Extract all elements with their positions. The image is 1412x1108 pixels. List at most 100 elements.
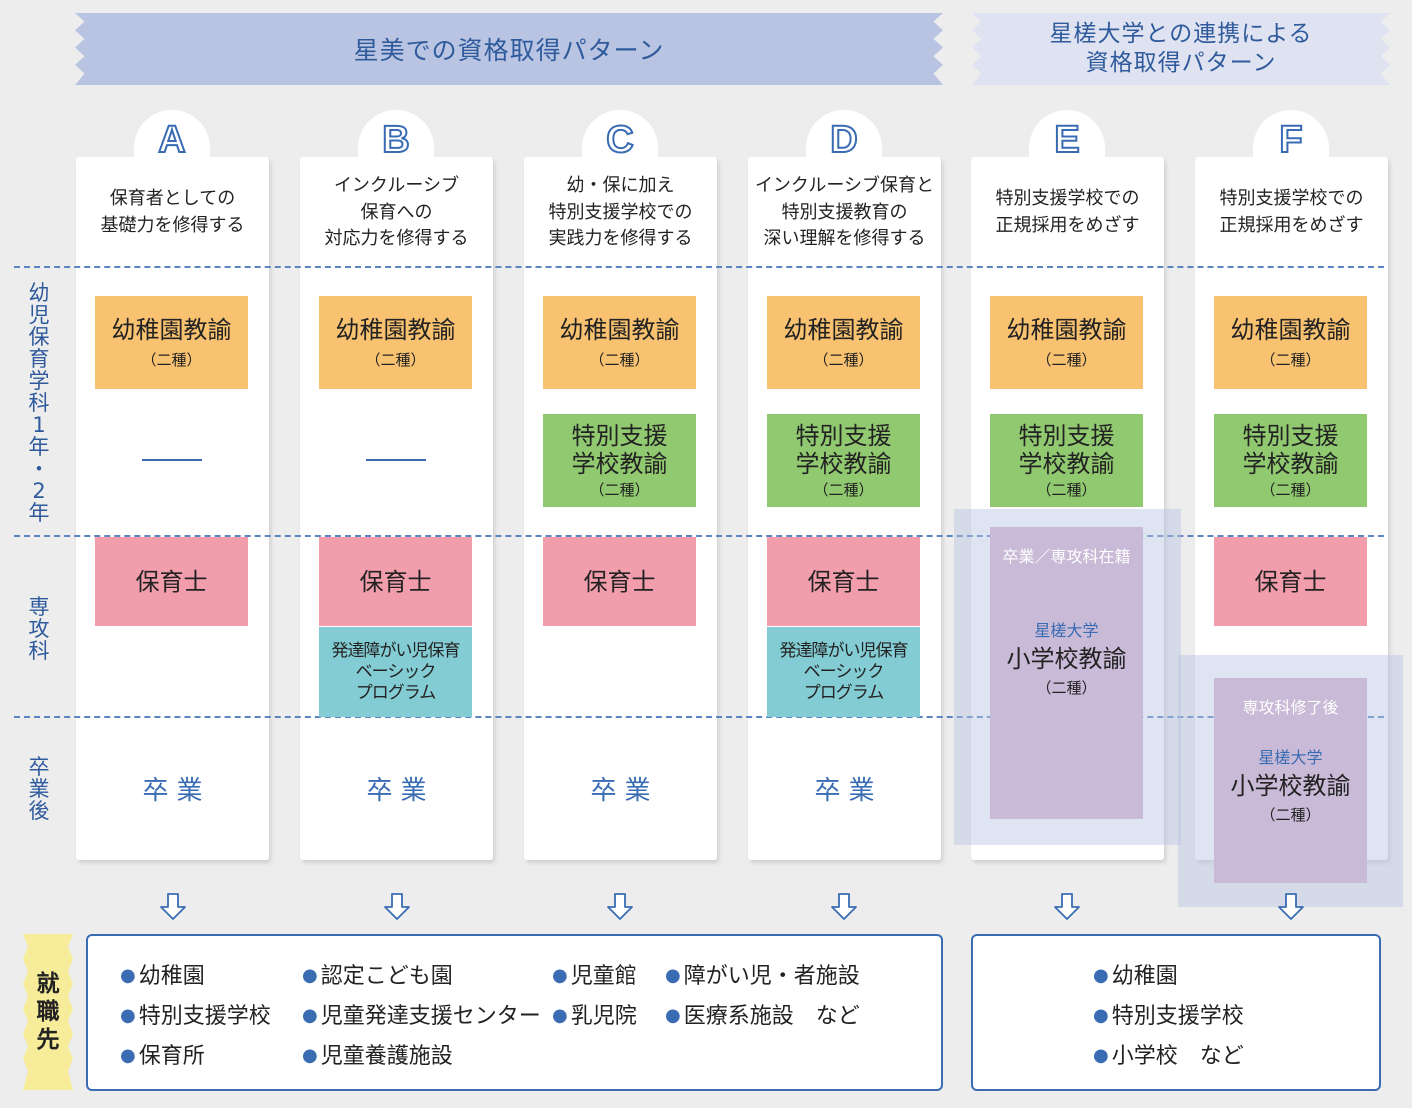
job-text: 児童館	[570, 964, 637, 989]
job-item: ●児童発達支援センター	[302, 998, 541, 1030]
bullet-icon: ●	[1093, 1045, 1109, 1066]
license-name: 幼稚園教諭	[559, 315, 680, 344]
job-item: ●幼稚園	[120, 958, 205, 990]
desc-b: インクルーシブ 保育への 対応力を修得する	[300, 173, 493, 253]
bullet-icon: ●	[302, 1005, 318, 1026]
license-class: （二種）	[1036, 480, 1097, 499]
university-name: 星槎大学	[1034, 621, 1099, 640]
desc-line: 対応力を修得する	[324, 228, 469, 249]
license-kindergarten: 幼稚園教諭 （二種）	[990, 296, 1143, 389]
desc-c: 幼・保に加え 特別支援学校での 実践力を修得する	[524, 173, 717, 253]
graduation-label: 卒業	[142, 776, 211, 806]
desc-line: 幼・保に加え	[566, 175, 675, 196]
job-text: 小学校 など	[1111, 1044, 1244, 1069]
program-developmental: 発達障がい児保育ベーシックプログラム	[319, 627, 472, 717]
pattern-letter: E	[1053, 118, 1080, 162]
row-divider	[14, 716, 1384, 718]
graduation-label: 卒業	[366, 776, 435, 806]
job-text: 児童発達支援センター	[320, 1004, 541, 1029]
license-class: （二種）	[365, 350, 426, 369]
down-arrow-icon	[384, 893, 410, 920]
job-item: ●特別支援学校	[120, 998, 271, 1030]
license-name: 特別支援	[1242, 421, 1339, 450]
desc-e: 特別支援学校での 正規採用をめざす	[971, 186, 1164, 239]
program-line: ベーシック	[803, 661, 885, 682]
desc-line: インクルーシブ保育と	[754, 175, 935, 196]
column-b	[300, 157, 493, 860]
bullet-icon: ●	[1093, 1005, 1109, 1026]
bullet-icon: ●	[120, 965, 136, 986]
bullet-icon: ●	[552, 1005, 568, 1026]
license-kindergarten: 幼稚園教諭（二種）	[767, 296, 920, 389]
job-box-partner	[971, 934, 1381, 1091]
university-name: 星槎大学	[1258, 748, 1323, 767]
down-arrow-icon	[1278, 893, 1304, 920]
row-label-char: 卒	[28, 755, 50, 779]
column-c	[524, 157, 717, 860]
row-label-char: 学	[28, 369, 50, 393]
job-item: ●児童養護施設	[302, 1038, 453, 1070]
pattern-f-caption: 専攻科修了後	[1242, 698, 1339, 717]
down-arrow-icon	[607, 893, 633, 920]
row-label-char: 科	[28, 391, 50, 415]
job-item: ●小学校 など	[1093, 1038, 1244, 1070]
license-class: （二種）	[141, 350, 202, 369]
license-name: 幼稚園教諭	[111, 315, 232, 344]
license-name: 幼稚園教諭	[335, 315, 456, 344]
job-label-char: 就	[36, 971, 60, 997]
license-name: 特別支援	[795, 421, 892, 450]
license-special-support: 特別支援学校教諭（二種）	[990, 414, 1143, 507]
banner-main: 星美での資格取得パターン	[75, 13, 943, 85]
license-class: （二種）	[1036, 350, 1097, 369]
license-name: 保育士	[135, 567, 208, 596]
no-license-line	[366, 459, 426, 461]
tab-a: A	[134, 110, 210, 170]
down-arrow-icon	[831, 893, 857, 920]
job-label: 就 職 先	[23, 934, 73, 1090]
license-hoikushi: 保育士	[767, 537, 920, 626]
bullet-icon: ●	[665, 965, 681, 986]
tab-b: B	[358, 110, 434, 170]
license-hoikushi: 保育士	[319, 537, 472, 626]
program-line: ベーシック	[355, 661, 437, 682]
license-class: （二種）	[1260, 480, 1321, 499]
pattern-letter: F	[1278, 118, 1303, 162]
banner-partner-line2: 資格取得パターン	[1085, 50, 1277, 76]
license-kindergarten: 幼稚園教諭 （二種）	[95, 296, 248, 389]
no-license-line	[142, 459, 202, 461]
desc-line: 特別支援学校での	[1219, 188, 1364, 209]
tab-e: E	[1029, 110, 1105, 170]
license-name: 幼稚園教諭	[1006, 315, 1127, 344]
license-name: 保育士	[359, 567, 432, 596]
row-label-senkou: 専 攻 科	[24, 596, 54, 662]
desc-line: 正規採用をめざす	[995, 214, 1140, 236]
license-name: 学校教諭	[1018, 449, 1115, 478]
pattern-letter: C	[605, 118, 634, 162]
desc-line: 基礎力を修得する	[100, 214, 245, 236]
row-label-char: 業	[28, 777, 50, 801]
row-label-after: 卒 業 後	[24, 756, 54, 822]
job-text: 乳児院	[570, 1004, 637, 1029]
bullet-icon: ●	[302, 965, 318, 986]
desc-line: 正規採用をめざす	[1219, 214, 1364, 236]
graduation-label: 卒業	[814, 776, 883, 806]
column-d	[748, 157, 941, 860]
license-class: （二種）	[1260, 350, 1321, 369]
row-label-char: 科	[28, 639, 50, 663]
job-label-char: 職	[36, 999, 60, 1025]
job-item: ●認定こども園	[302, 958, 453, 990]
banner-partner-line1: 星槎大学との連携による	[1049, 21, 1313, 47]
desc-d: インクルーシブ保育と 特別支援教育の 深い理解を修得する	[748, 173, 941, 253]
license-kindergarten: 幼稚園教諭 （二種）	[1214, 296, 1367, 389]
license-special-support: 特別支援学校教諭（二種）	[543, 414, 696, 507]
desc-line: 保育者としての	[109, 188, 236, 209]
job-box-main	[86, 934, 943, 1091]
license-class: （二種）	[813, 350, 874, 369]
license-name: 特別支援	[571, 421, 668, 450]
license-special-support: 特別支援学校教諭（二種）	[1214, 414, 1367, 507]
pattern-e-caption: 卒業／専攻科在籍	[1002, 547, 1131, 566]
license-name: 幼稚園教諭	[1230, 315, 1351, 344]
row-label-char: 児	[28, 303, 50, 327]
job-item: ●幼稚園	[1093, 958, 1178, 990]
desc-line: 保育への	[360, 201, 433, 223]
